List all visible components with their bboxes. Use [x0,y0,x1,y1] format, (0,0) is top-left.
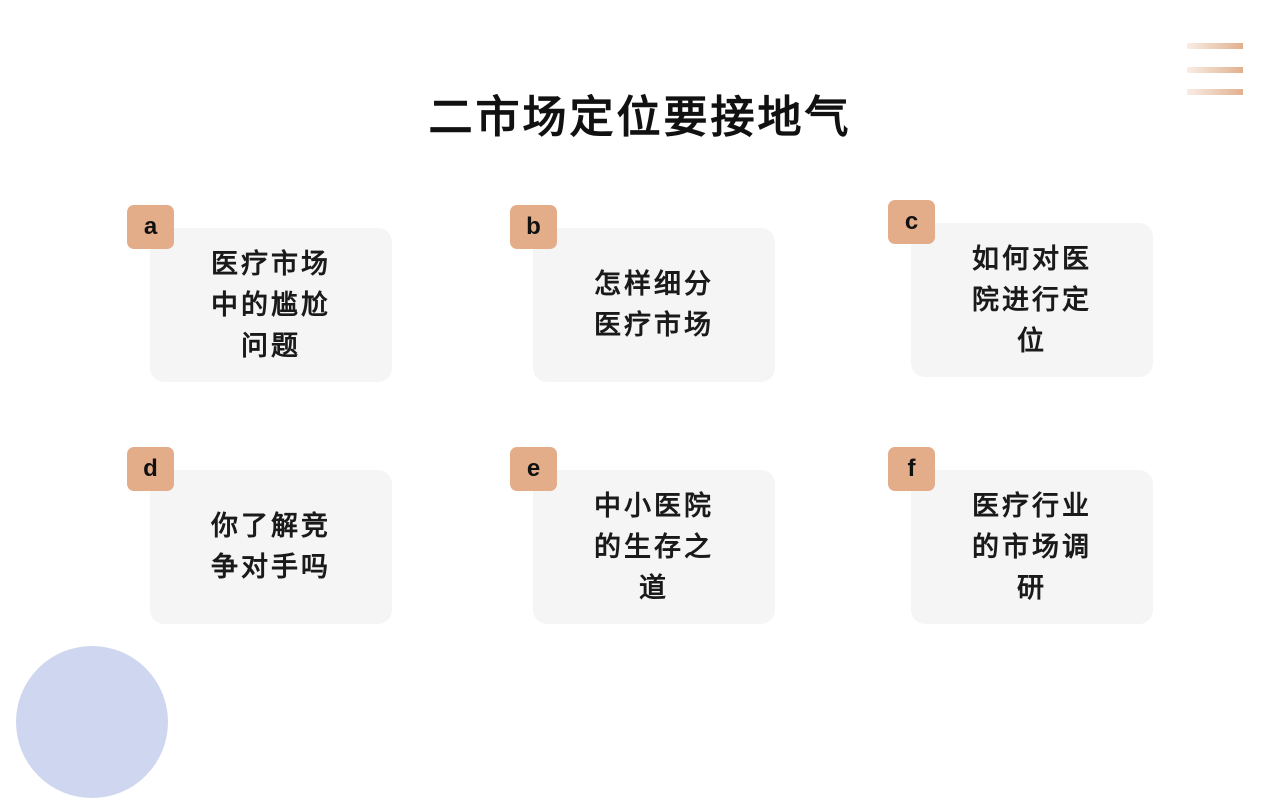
topic-card-text: 中小医院的生存之道 [594,490,714,604]
topic-card-text: 如何对医院进行定位 [972,243,1092,357]
topic-card-text: 你了解竞争对手吗 [211,511,331,583]
decorative-line [1187,89,1243,95]
topic-card-text: 医疗行业的市场调研 [972,490,1092,604]
topic-badge-f: f [888,447,935,491]
decorative-circle [16,646,168,798]
topic-badge-e: e [510,447,557,491]
topic-card-c: 如何对医院进行定位 [911,223,1153,377]
slide-title: 二市场定位要接地气 [428,92,852,143]
topic-card-text: 怎样细分医疗市场 [594,269,714,341]
topic-card-b: 怎样细分医疗市场 [533,228,775,382]
decorative-lines [1187,43,1243,97]
topic-card-f: 医疗行业的市场调研 [911,470,1153,624]
topic-card-a: 医疗市场中的尴尬问题 [150,228,392,382]
topic-badge-d: d [127,447,174,491]
decorative-line [1187,43,1243,49]
topic-badge-c: c [888,200,935,244]
topic-card-text: 医疗市场中的尴尬问题 [211,248,331,362]
topic-card-e: 中小医院的生存之道 [533,470,775,624]
topic-badge-b: b [510,205,557,249]
topic-badge-a: a [127,205,174,249]
topic-card-d: 你了解竞争对手吗 [150,470,392,624]
decorative-line [1187,67,1243,73]
